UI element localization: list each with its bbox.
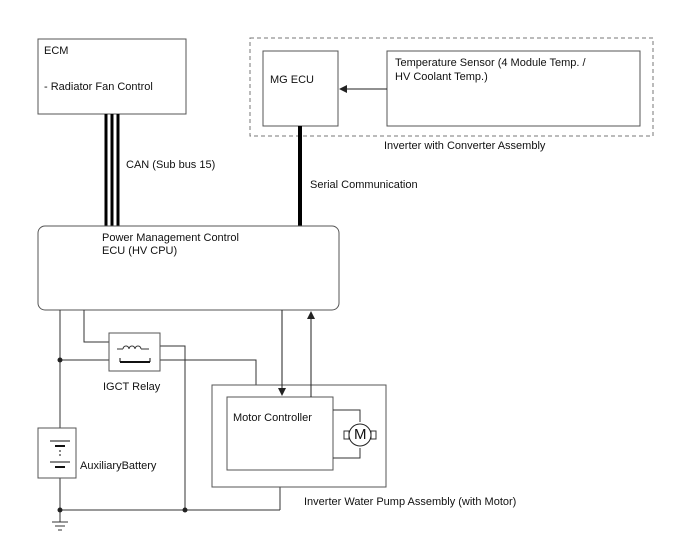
motor-controller-label: Motor Controller: [233, 412, 312, 424]
motor-controller-box: [226, 396, 334, 471]
ecm-function: - Radiator Fan Control: [44, 81, 153, 93]
temp-sensor-line2: HV Coolant Temp.): [395, 71, 488, 83]
mg-ecu-box: [262, 50, 339, 127]
pmc-ecu-line1: Power Management Control: [102, 232, 239, 244]
temp-sensor-line1: Temperature Sensor (4 Module Temp. /: [395, 57, 586, 69]
ground-symbol: [52, 521, 68, 531]
ecm-box: [37, 38, 187, 115]
igct-relay-label: IGCT Relay: [103, 381, 161, 393]
inverter-assembly-label: Inverter with Converter Assembly: [384, 140, 546, 152]
can-bus-lines: [104, 114, 120, 226]
motor-symbol: [343, 423, 377, 447]
ecm-title: ECM: [44, 45, 69, 57]
battery-symbol: [37, 427, 77, 479]
temp-sensor-box: [386, 50, 641, 127]
pump-assembly-label: Inverter Water Pump Assembly (with Motor…: [304, 496, 517, 508]
can-bus-label: CAN (Sub bus 15): [126, 159, 216, 171]
motor-wiring: [333, 409, 361, 459]
pmc-ecu-line2: ECU (HV CPU): [102, 245, 178, 257]
junction-dots: [57, 357, 188, 513]
battery-label: AuxiliaryBattery: [80, 460, 157, 472]
igct-relay: [108, 332, 161, 372]
motor-symbol-letter: M: [354, 426, 367, 443]
serial-communication-label: Serial Communication: [310, 179, 418, 191]
inverter-assembly-boundary: [249, 37, 654, 137]
mg-ecu-label: MG ECU: [270, 74, 314, 86]
pmc-ecu-box: [37, 225, 340, 311]
